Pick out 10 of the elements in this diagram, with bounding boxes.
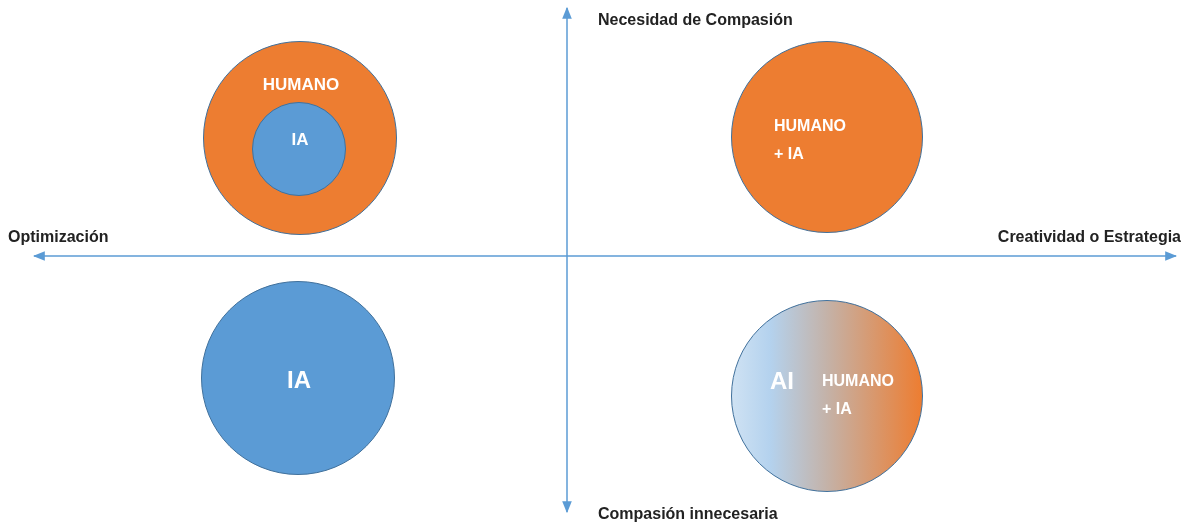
node-label: HUMANO + IA: [822, 371, 895, 419]
node-label: AI: [770, 366, 795, 396]
axis-label: Creatividad o Estrategia: [997, 227, 1181, 247]
node-label: IA: [290, 129, 310, 151]
node-label: IA: [286, 365, 312, 395]
axis-label: Necesidad de Compasión: [598, 10, 793, 30]
node-label: HUMANO + IA: [774, 116, 847, 164]
node-label: HUMANO: [261, 74, 341, 96]
axis-label: Optimización: [8, 227, 109, 247]
axis-label: Compasión innecesaria: [598, 504, 778, 524]
